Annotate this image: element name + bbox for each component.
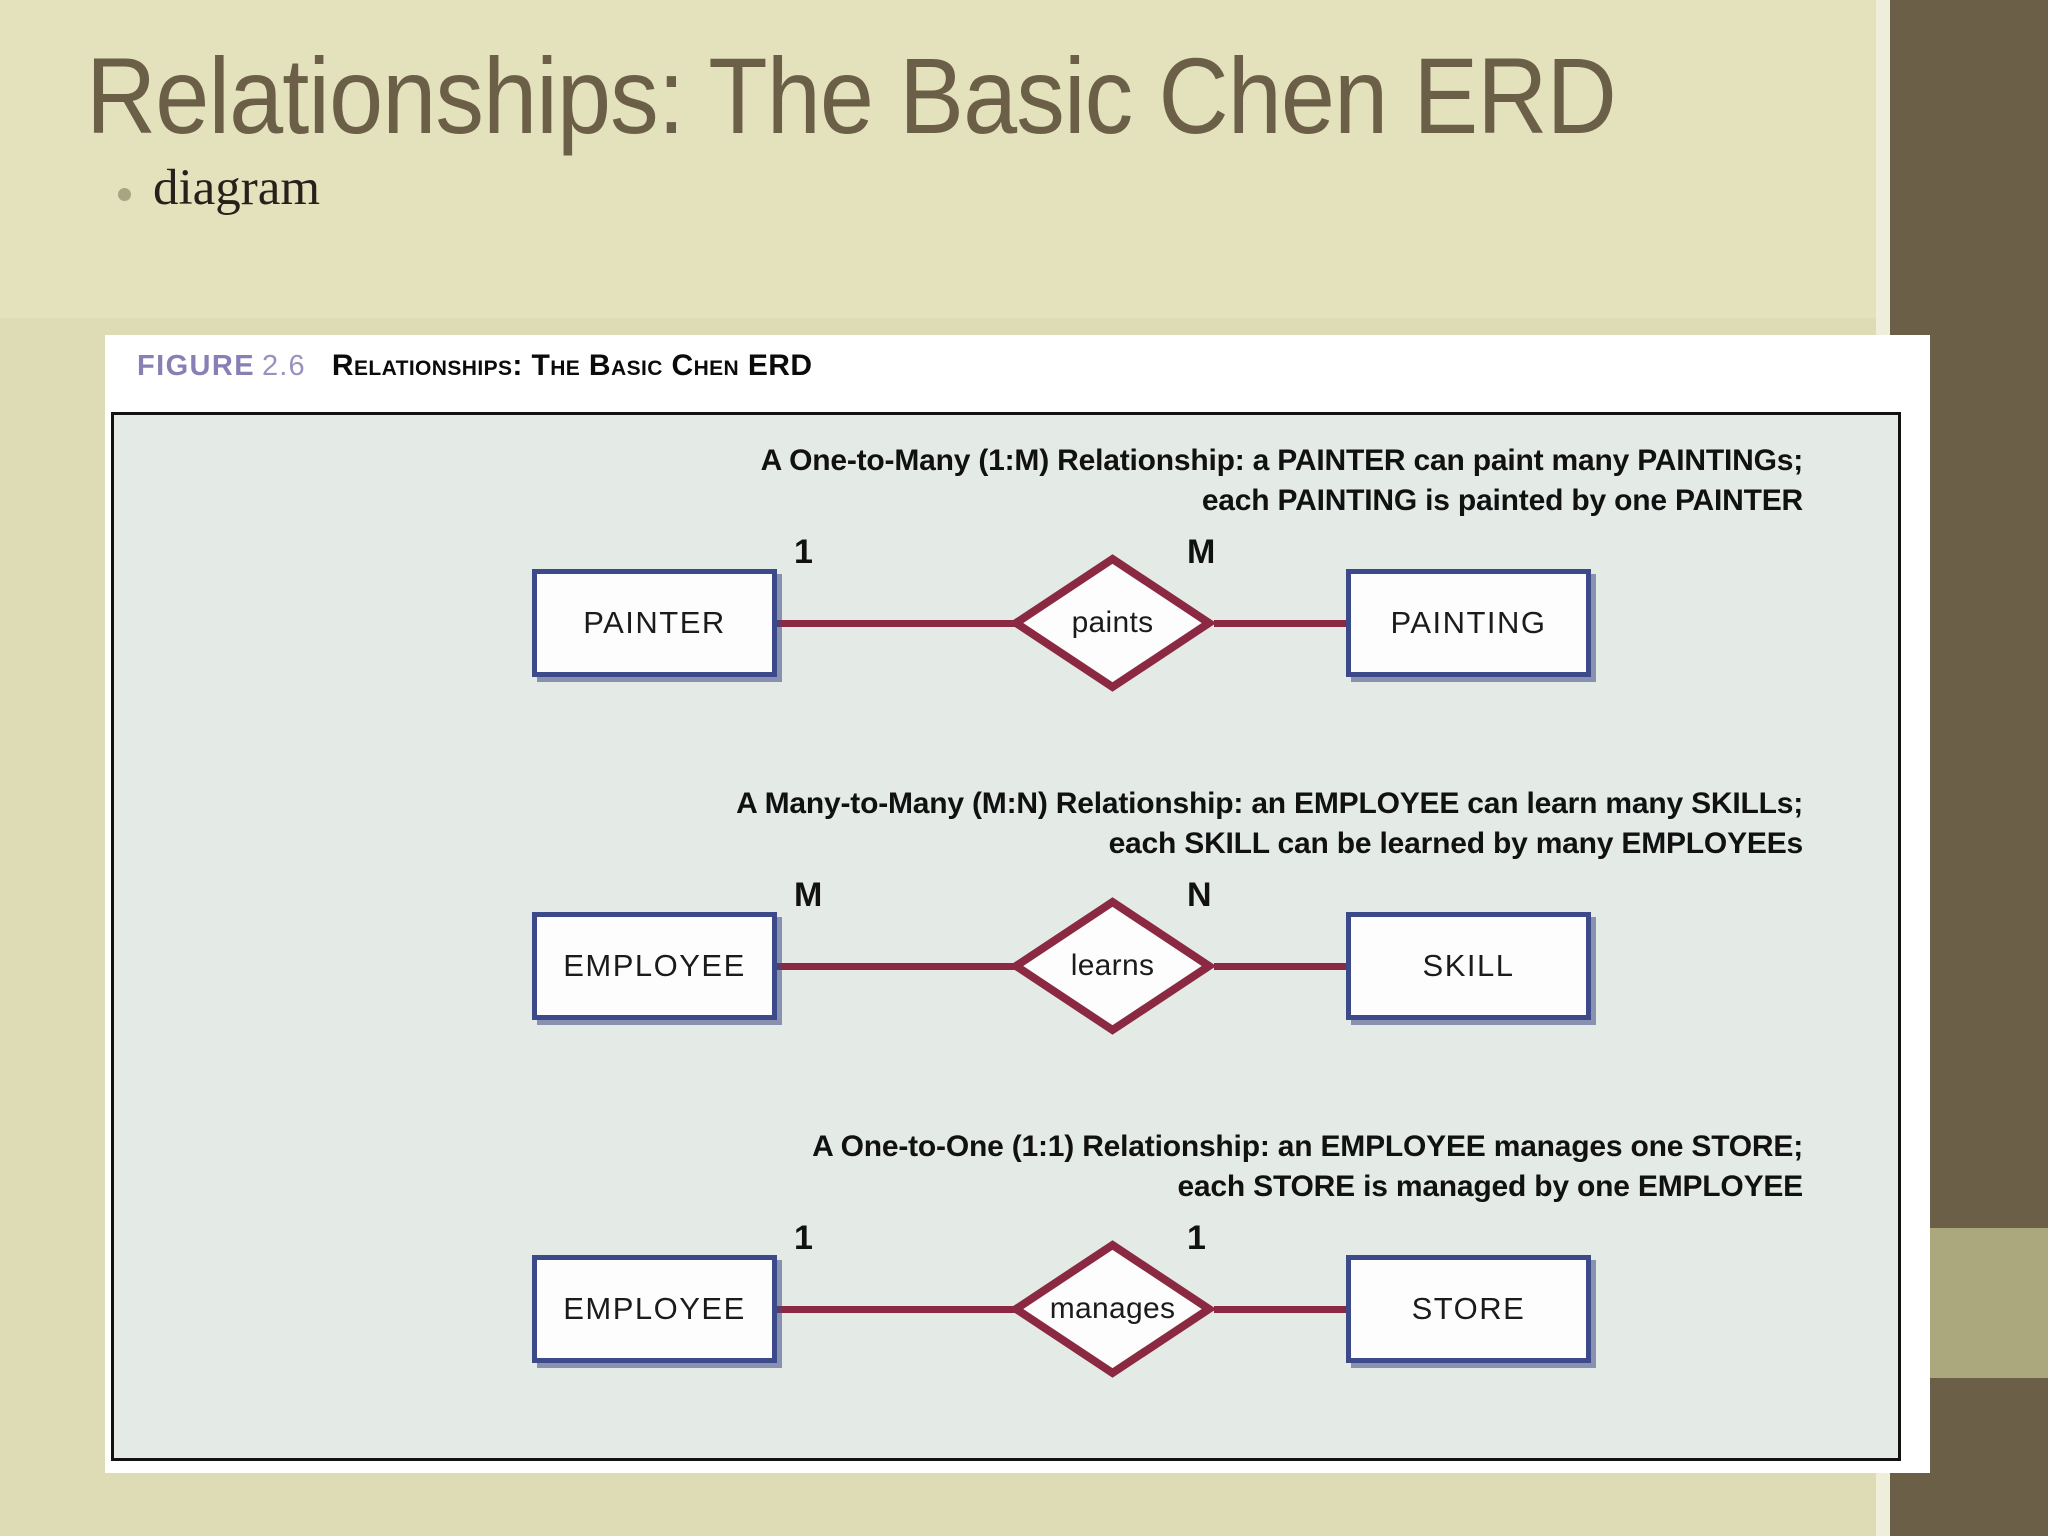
entity-label: PAINTING xyxy=(1390,604,1547,640)
cardinality-left: 1 xyxy=(794,1218,813,1257)
diamond-shape-icon xyxy=(1010,553,1215,692)
relationship-line-left xyxy=(774,962,1030,970)
entity-box-right: SKILL xyxy=(1346,911,1591,1020)
bullet-list-item: diagram xyxy=(118,160,320,216)
relationship-line-right xyxy=(1214,619,1354,627)
relationship-diamond: paints xyxy=(1010,553,1215,693)
relationship-description-line-2: each STORE is managed by one EMPLOYEE xyxy=(1177,1169,1803,1203)
entity-label: PAINTER xyxy=(583,604,726,640)
cardinality-right: 1 xyxy=(1187,1218,1206,1257)
figure-label: FIGURE xyxy=(137,350,255,382)
relationship-description-line-1: A Many-to-Many (M:N) Relationship: an EM… xyxy=(736,787,1803,820)
relationship-description-line-2: each SKILL can be learned by many EMPLOY… xyxy=(1108,826,1804,860)
relationship-label: manages xyxy=(1049,1291,1176,1325)
entity-box-right: PAINTING xyxy=(1346,568,1591,677)
relationship-label: paints xyxy=(1071,605,1154,639)
erd-row: 1 M PAINTER paints PAINTING xyxy=(114,533,1898,726)
relationship-description-line-2: each PAINTING is painted by one PAINTER xyxy=(1201,483,1803,517)
relationship-label: learns xyxy=(1070,948,1155,982)
entity-label: SKILL xyxy=(1422,947,1515,983)
relationship-description: A One-to-Many (1:M) Relationship: a PAIN… xyxy=(114,441,1898,521)
erd-row: 1 1 EMPLOYEE manages STORE xyxy=(114,1219,1898,1412)
entity-box-left: EMPLOYEE xyxy=(532,1254,777,1363)
erd-row: M N EMPLOYEE learns SKILL xyxy=(114,876,1898,1069)
figure-title: Relationships: The Basic Chen ERD xyxy=(331,349,813,382)
figure-number: 2.6 xyxy=(261,350,306,382)
relationship-diamond: manages xyxy=(1010,1239,1215,1379)
entity-label: EMPLOYEE xyxy=(563,1290,746,1326)
diagram-panel: A One-to-Many (1:M) Relationship: a PAIN… xyxy=(111,412,1901,1461)
page-title: Relationships: The Basic Chen ERD xyxy=(86,35,1617,156)
diamond-shape-icon xyxy=(1010,896,1215,1035)
relationship-line-left xyxy=(774,1305,1030,1313)
cardinality-right: M xyxy=(1187,532,1216,571)
relationship-line-left xyxy=(774,619,1030,627)
relationship-description: A One-to-One (1:1) Relationship: an EMPL… xyxy=(114,1127,1898,1207)
relationship-description-line-1: A One-to-One (1:1) Relationship: an EMPL… xyxy=(812,1130,1803,1163)
bullet-item-label: diagram xyxy=(153,160,321,216)
relationship-line-right xyxy=(1214,962,1354,970)
relationship-diamond: learns xyxy=(1010,896,1215,1036)
relationship-description-line-1: A One-to-Many (1:M) Relationship: a PAIN… xyxy=(760,444,1804,477)
cardinality-right: N xyxy=(1187,875,1212,914)
relationship-section-many-to-many: A Many-to-Many (M:N) Relationship: an EM… xyxy=(114,784,1898,1069)
cardinality-left: 1 xyxy=(794,532,813,571)
bullet-dot-icon xyxy=(118,188,131,201)
relationship-line-right xyxy=(1214,1305,1354,1313)
entity-label: EMPLOYEE xyxy=(563,947,746,983)
relationship-section-one-to-many: A One-to-Many (1:M) Relationship: a PAIN… xyxy=(114,441,1898,726)
entity-box-left: EMPLOYEE xyxy=(532,911,777,1020)
entity-box-right: STORE xyxy=(1346,1254,1591,1363)
relationship-description: A Many-to-Many (M:N) Relationship: an EM… xyxy=(114,784,1898,864)
diamond-shape-icon xyxy=(1010,1239,1215,1378)
entity-label: STORE xyxy=(1411,1290,1526,1326)
title-background-band xyxy=(0,0,1930,318)
cardinality-left: M xyxy=(794,875,823,914)
entity-box-left: PAINTER xyxy=(532,568,777,677)
relationship-section-one-to-one: A One-to-One (1:1) Relationship: an EMPL… xyxy=(114,1127,1898,1412)
